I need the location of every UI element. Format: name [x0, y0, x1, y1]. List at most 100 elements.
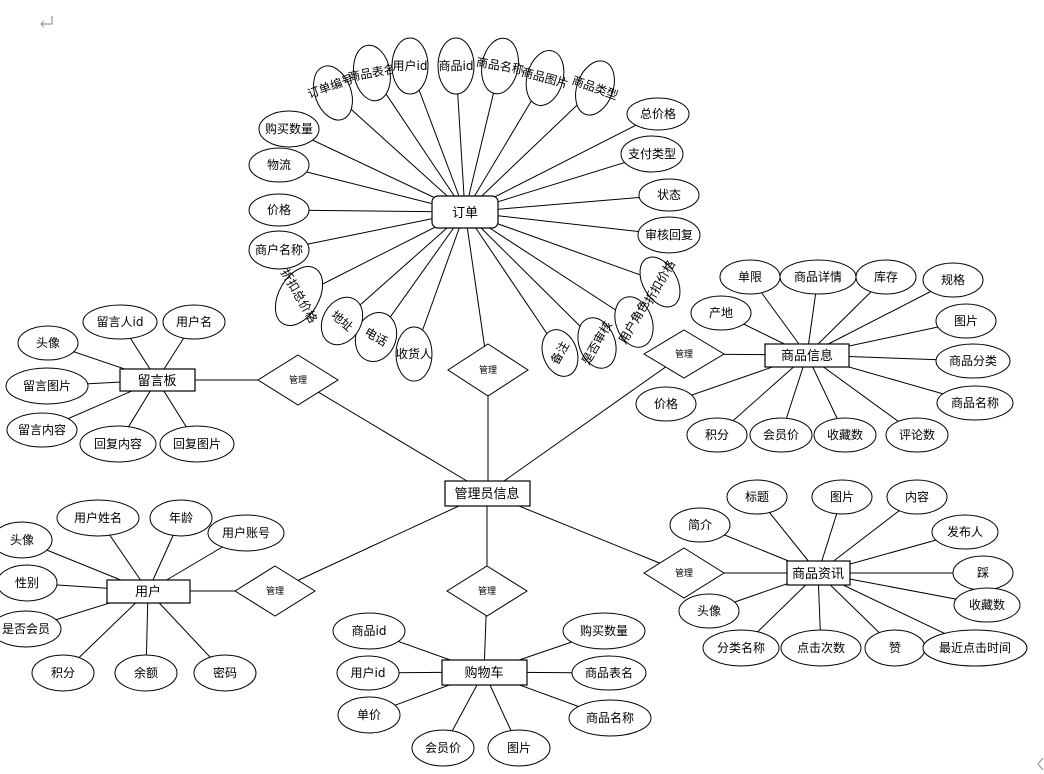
attribute-label: 物流 [267, 158, 291, 172]
attribute-label: 购买数量 [580, 623, 628, 638]
attribute-order-pay-type: 支付类型 [620, 135, 684, 173]
attribute-label: 图片 [830, 490, 854, 504]
attribute-goods-comments: 评论数 [885, 417, 949, 453]
attribute-goods-stock: 库存 [855, 259, 917, 295]
attribute-news-summary: 简介 [669, 507, 731, 543]
relationship-cart-admin: 管理 [446, 565, 528, 617]
attribute-label: 留言人id [97, 315, 144, 329]
relationship-board-admin: 管理 [257, 354, 339, 406]
attribute-user-balance: 余额 [114, 654, 178, 692]
attribute-cart-unit-price: 单价 [337, 696, 401, 734]
attribute-news-publisher: 发布人 [931, 514, 999, 550]
attribute-label: 商品id [439, 58, 474, 73]
entity-label: 管理员信息 [454, 486, 519, 502]
attribute-label: 留言内容 [18, 422, 66, 437]
relationship-user-admin: 管理 [234, 565, 316, 617]
attribute-board-reply-content: 回复内容 [79, 425, 157, 463]
attribute-goods-image: 图片 [935, 303, 997, 339]
attribute-label: 用户姓名 [74, 510, 122, 525]
attribute-board-poster-id: 留言人id [82, 304, 158, 340]
attribute-cart-user-id: 用户id [336, 655, 400, 691]
relationship-label: 管理 [289, 374, 307, 386]
attribute-user-gender: 性别 [0, 564, 58, 602]
entity-label: 购物车 [464, 665, 503, 681]
entity-user: 用户 [106, 579, 191, 604]
attribute-order-phone: 电话 [354, 312, 398, 362]
attribute-order-total-price: 总价格 [626, 97, 690, 131]
relationship-label: 管理 [266, 585, 284, 597]
attribute-label: 是否会员 [2, 622, 50, 636]
attribute-order-logistics: 物流 [248, 147, 310, 183]
attribute-order-goods-type: 商品类型 [570, 60, 620, 116]
attribute-news-content: 内容 [886, 479, 948, 515]
entity-goods-info: 商品信息 [764, 343, 850, 368]
attribute-label: 商品表名 [585, 665, 633, 680]
entity-label: 用户 [135, 584, 161, 600]
attribute-order-quantity: 购买数量 [258, 110, 320, 148]
attribute-label: 用户id [351, 665, 386, 680]
attribute-label: 会员价 [425, 741, 461, 755]
entity-news: 商品资讯 [786, 560, 851, 586]
attribute-label: 收藏数 [827, 427, 863, 442]
attribute-goods-points: 积分 [686, 417, 748, 453]
attribute-label: 状态 [657, 188, 681, 202]
entity-label: 商品资讯 [792, 567, 844, 582]
attribute-board-avatar: 头像 [17, 325, 79, 361]
attribute-user-age: 年龄 [149, 499, 213, 537]
attribute-label: 支付类型 [628, 147, 676, 161]
entity-board: 留言板 [119, 368, 196, 392]
attribute-goods-price: 价格 [635, 386, 697, 422]
relationship-label: 管理 [478, 585, 496, 597]
entity-cart: 购物车 [441, 659, 528, 686]
attribute-label: 年龄 [169, 511, 193, 525]
attribute-news-favorites: 收藏数 [953, 587, 1021, 623]
attribute-news-avatar: 头像 [678, 593, 740, 629]
attribute-board-image: 留言图片 [5, 367, 89, 405]
attribute-board-reply-image: 回复图片 [159, 425, 235, 463]
attribute-order-status: 状态 [638, 178, 700, 212]
attribute-goods-favorites: 收藏数 [813, 417, 877, 453]
attribute-user-password: 密码 [193, 654, 257, 692]
attribute-label: 赞 [889, 641, 901, 655]
attribute-label: 审核回复 [645, 227, 693, 242]
attribute-label: 图片 [507, 741, 531, 755]
attribute-order-merchant-name: 商户名称 [248, 230, 310, 270]
attribute-label: 留言图片 [23, 379, 71, 393]
attribute-cart-goods-table: 商品表名 [571, 655, 647, 691]
attribute-label: 收货人 [396, 346, 432, 361]
attribute-cart-goods-id: 商品id [332, 612, 406, 650]
attribute-label: 分类名称 [717, 640, 765, 655]
attribute-goods-member-price: 会员价 [749, 417, 813, 453]
entity-label: 订单 [452, 206, 478, 221]
attribute-goods-detail: 商品详情 [779, 259, 857, 295]
attribute-label: 头像 [697, 604, 721, 618]
attribute-label: 购买数量 [265, 121, 313, 136]
attribute-user-is-member: 是否会员 [0, 610, 62, 648]
attribute-label: 内容 [905, 489, 929, 504]
attribute-order-goods-id: 商品id [437, 37, 475, 95]
attribute-cart-quantity: 购买数量 [562, 612, 646, 650]
attribute-label: 商品id [352, 623, 387, 638]
attribute-news-title: 标题 [726, 479, 788, 515]
attribute-order-review-reply: 审核回复 [637, 216, 701, 254]
attribute-label: 头像 [10, 533, 34, 547]
paragraph-mark-icon [40, 16, 53, 28]
attribute-goods-origin: 产地 [690, 295, 752, 331]
attribute-label: 会员价 [763, 428, 799, 442]
attribute-label: 发布人 [947, 524, 983, 539]
attribute-goods-name: 商品名称 [936, 385, 1014, 421]
attribute-order-user-id: 用户id [391, 37, 429, 95]
attribute-user-avatar: 头像 [0, 521, 53, 559]
attribute-label: 单价 [357, 708, 381, 722]
attribute-label: 商品详情 [794, 269, 842, 284]
attribute-goods-category: 商品分类 [935, 343, 1011, 379]
attribute-order-goods-table: 商品表名 [347, 44, 397, 102]
attribute-label: 商品名称 [586, 710, 634, 725]
attribute-cart-goods-name: 商品名称 [568, 699, 652, 737]
attribute-label: 密码 [213, 665, 237, 680]
attribute-board-username: 用户名 [162, 304, 226, 340]
relationship-order-admin: 管理 [447, 343, 529, 397]
attribute-label: 回复图片 [173, 437, 221, 451]
attribute-goods-spec: 规格 [922, 262, 984, 298]
attribute-label: 用户名 [176, 314, 212, 329]
